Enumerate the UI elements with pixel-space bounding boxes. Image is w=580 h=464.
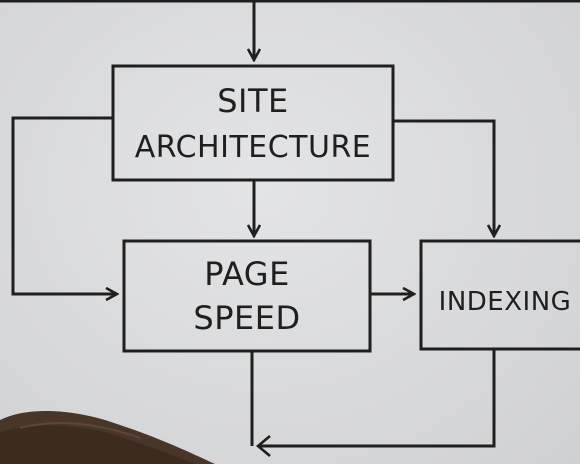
site-architecture-label-line1: SITE (217, 82, 289, 120)
page-speed-label-line1: PAGE (204, 255, 290, 293)
edge-bottom-loop (250, 349, 496, 448)
page-speed-box (122, 239, 372, 353)
edge-site-architecture-to-indexing (393, 119, 494, 236)
indexing-label: INDEXING (439, 287, 572, 317)
node-indexing: INDEXING (419, 239, 580, 351)
node-page-speed: PAGE SPEED (122, 239, 372, 353)
node-site-architecture: SITE ARCHITECTURE (111, 64, 395, 182)
site-architecture-label-line2: ARCHITECTURE (135, 130, 372, 165)
person-head-foreground (0, 410, 215, 464)
bottom-loop-arrowhead (255, 435, 271, 457)
edge-left-loop-to-page-speed (11, 116, 117, 294)
page-speed-label-line2: SPEED (193, 299, 300, 337)
indexing-box (419, 239, 580, 351)
